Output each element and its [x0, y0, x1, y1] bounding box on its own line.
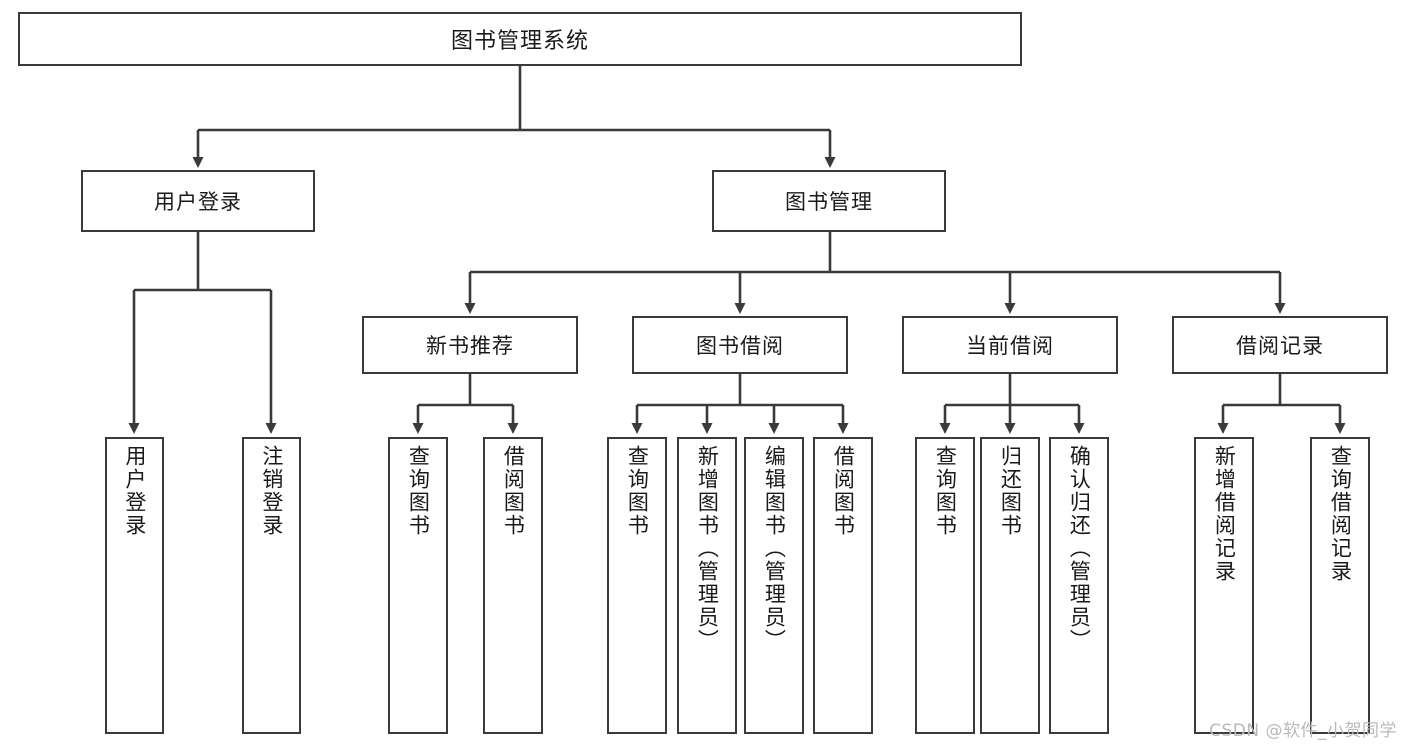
node-label: 图书借阅 [696, 334, 784, 358]
node-label: 新书推荐 [426, 334, 514, 358]
leaf-borrow-query-book[interactable]: 查询图书 [607, 437, 667, 734]
node-label: 编辑图书（管理员） [762, 445, 787, 652]
node-label: 新增借阅记录 [1212, 445, 1237, 583]
leaf-borrow-edit-book-admin[interactable]: 编辑图书（管理员） [744, 437, 804, 734]
node-current-borrow[interactable]: 当前借阅 [902, 316, 1118, 374]
node-label: 确认归还（管理员） [1067, 445, 1092, 652]
leaf-borrow-add-book-admin[interactable]: 新增图书（管理员） [677, 437, 737, 734]
node-label: 查询图书 [933, 445, 958, 537]
node-label: 注销登录 [259, 445, 284, 537]
node-user-login[interactable]: 用户登录 [81, 170, 315, 232]
leaf-recommend-query-book[interactable]: 查询图书 [388, 437, 448, 734]
node-label: 借阅图书 [501, 445, 526, 537]
node-label: 用户登录 [154, 190, 242, 214]
leaf-recommend-borrow-book[interactable]: 借阅图书 [483, 437, 543, 734]
node-label: 借阅图书 [831, 445, 856, 537]
node-label: 用户登录 [122, 445, 147, 537]
node-label: 新增图书（管理员） [695, 445, 720, 652]
leaf-borrow-borrow-book[interactable]: 借阅图书 [813, 437, 873, 734]
node-label: 归还图书 [998, 445, 1023, 537]
leaf-current-confirm-return-admin[interactable]: 确认归还（管理员） [1049, 437, 1109, 734]
node-book-management[interactable]: 图书管理 [712, 170, 946, 232]
node-label: 查询图书 [625, 445, 650, 537]
node-label: 借阅记录 [1236, 334, 1324, 358]
node-borrow-record[interactable]: 借阅记录 [1172, 316, 1388, 374]
node-label: 图书管理系统 [450, 29, 589, 54]
node-label: 图书管理 [785, 190, 873, 214]
node-label: 查询图书 [406, 445, 431, 537]
leaf-current-query-book[interactable]: 查询图书 [915, 437, 975, 734]
leaf-current-return-book[interactable]: 归还图书 [980, 437, 1040, 734]
node-root-system[interactable]: 图书管理系统 [18, 12, 1022, 66]
csdn-watermark: CSDN @软件_小贺同学 [1209, 721, 1397, 741]
leaf-user-login-signout[interactable]: 注销登录 [242, 437, 301, 734]
leaf-record-add-record[interactable]: 新增借阅记录 [1194, 437, 1254, 734]
leaf-user-login-signin[interactable]: 用户登录 [105, 437, 164, 734]
leaf-record-query-record[interactable]: 查询借阅记录 [1310, 437, 1370, 734]
node-new-book-recommend[interactable]: 新书推荐 [362, 316, 578, 374]
node-book-borrow[interactable]: 图书借阅 [632, 316, 848, 374]
node-label: 查询借阅记录 [1328, 445, 1353, 583]
node-label: 当前借阅 [966, 334, 1054, 358]
